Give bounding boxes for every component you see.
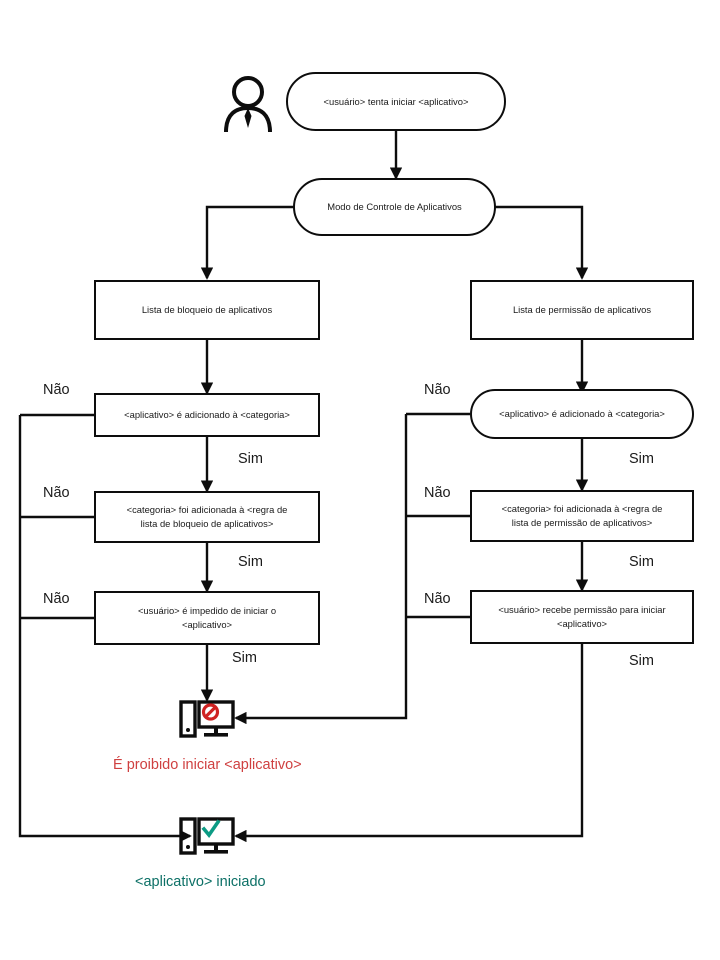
edge-label-left-sim-3: Sim <box>232 650 257 666</box>
node-block-user-denied-line1: <usuário> é impedido de iniciar o <box>137 605 277 617</box>
node-allow-list[interactable]: Lista de permissão de aplicativos <box>470 280 694 340</box>
edge-label-left-sim-1: Sim <box>238 451 263 467</box>
edge-label-right-sim-1: Sim <box>629 451 654 467</box>
node-block-category-in-rule-line2: lista de bloqueio de aplicativos> <box>140 518 274 529</box>
node-start-label: <usuário> tenta iniciar <aplicativo> <box>323 95 469 107</box>
node-allow-user-granted[interactable]: <usuário> recebe permissão para iniciar … <box>470 590 694 644</box>
node-block-app-in-category-label: <aplicativo> é adicionado à <categoria> <box>124 409 290 421</box>
edge-label-right-sim-3: Sim <box>629 653 654 669</box>
node-block-user-denied-line2: <aplicativo> <box>181 619 233 630</box>
edge-mode-to-block-list <box>200 205 295 280</box>
outcome-allowed-label: <aplicativo> iniciado <box>135 874 266 890</box>
node-allow-category-in-rule-line2: lista de permissão de aplicativos> <box>511 517 653 528</box>
node-block-user-denied[interactable]: <usuário> é impedido de iniciar o <aplic… <box>94 591 320 645</box>
edge-label-left-nao-1: Não <box>43 382 70 398</box>
rail-left-nao-to-allowed <box>18 415 192 843</box>
node-allow-category-in-rule[interactable]: <categoria> foi adicionada à <regra de l… <box>470 490 694 542</box>
node-allow-user-granted-line2: <aplicativo> <box>556 618 608 629</box>
node-allow-list-label: Lista de permissão de aplicativos <box>512 304 652 316</box>
rail-right-nao-to-denied <box>234 414 408 725</box>
node-allow-app-in-category[interactable]: <aplicativo> é adicionado à <categoria> <box>470 389 694 439</box>
edge-label-left-nao-3: Não <box>43 591 70 607</box>
outcome-denied-label: É proibido iniciar <aplicativo> <box>113 757 302 773</box>
edge-mode-to-allow-list <box>495 205 589 280</box>
node-mode-label: Modo de Controle de Aplicativos <box>327 201 462 213</box>
edge-label-left-sim-2: Sim <box>238 554 263 570</box>
node-block-app-in-category[interactable]: <aplicativo> é adicionado à <categoria> <box>94 393 320 437</box>
node-block-category-in-rule[interactable]: <categoria> foi adicionada à <regra de l… <box>94 491 320 543</box>
edge-label-right-nao-3: Não <box>424 591 451 607</box>
edge-label-right-nao-1: Não <box>424 382 451 398</box>
node-block-list[interactable]: Lista de bloqueio de aplicativos <box>94 280 320 340</box>
edge-label-left-nao-2: Não <box>43 485 70 501</box>
node-allow-user-granted-line1: <usuário> recebe permissão para iniciar <box>498 604 666 616</box>
rail-right-sim-to-allowed <box>234 644 584 843</box>
person-icon <box>222 72 274 134</box>
edge-label-right-sim-2: Sim <box>629 554 654 570</box>
computer-allowed-icon <box>179 816 235 864</box>
node-allow-category-in-rule-line1: <categoria> foi adicionada à <regra de <box>501 503 663 515</box>
edge-label-right-nao-2: Não <box>424 485 451 501</box>
node-mode[interactable]: Modo de Controle de Aplicativos <box>293 178 496 236</box>
node-allow-app-in-category-label: <aplicativo> é adicionado à <categoria> <box>499 408 665 420</box>
node-block-list-label: Lista de bloqueio de aplicativos <box>141 304 273 316</box>
computer-blocked-icon <box>179 699 235 747</box>
node-block-category-in-rule-line1: <categoria> foi adicionada à <regra de <box>126 504 288 516</box>
node-start[interactable]: <usuário> tenta iniciar <aplicativo> <box>286 72 506 131</box>
